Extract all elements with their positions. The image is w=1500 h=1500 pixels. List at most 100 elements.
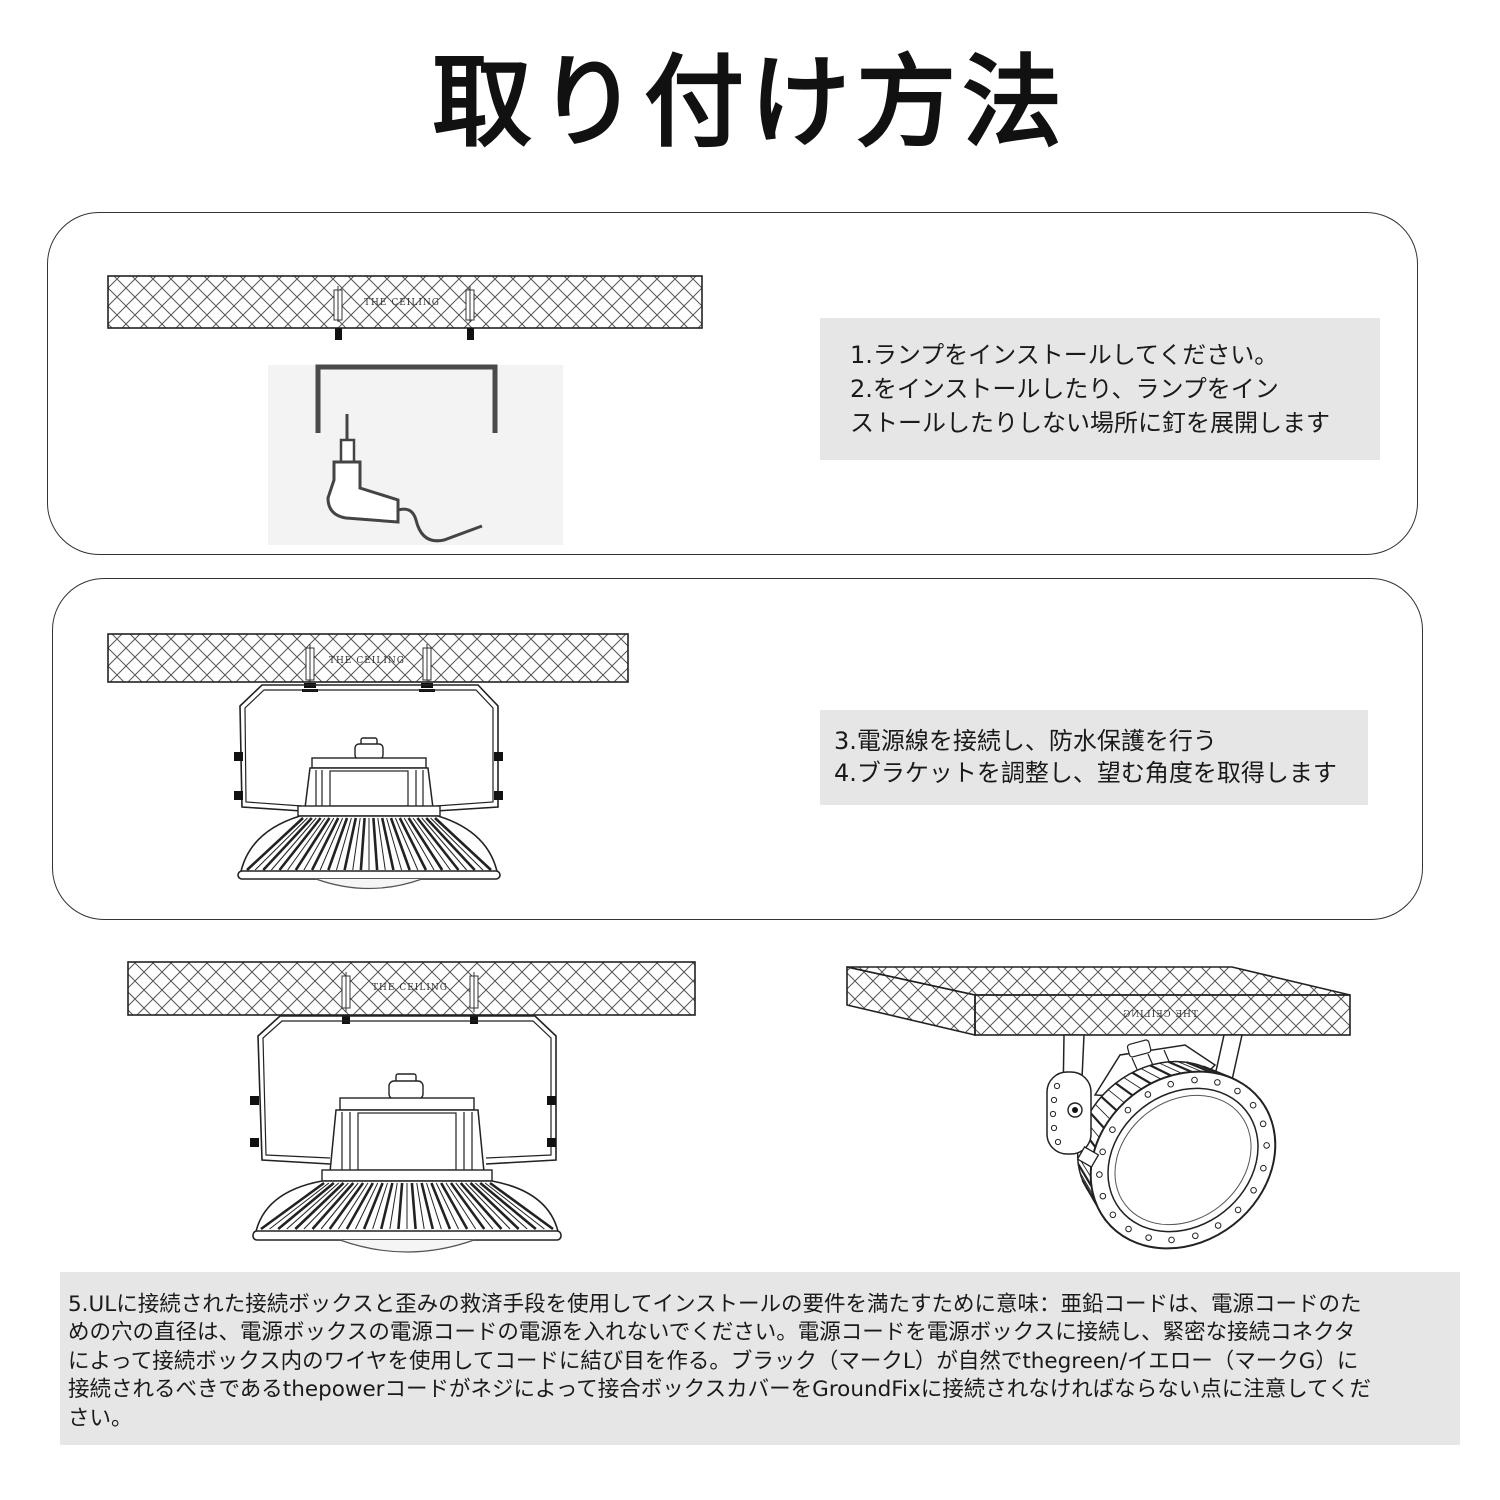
heat-sink-fin [469,1182,520,1230]
note-line: 5.ULに接続された接続ボックスと歪みの救済手段を使用してインストールの要件を満… [68,1292,1362,1317]
heat-sink-fin [1124,1215,1145,1246]
heat-sink-fins [1077,1060,1276,1249]
heat-sink-fin [1085,1120,1100,1138]
heat-sink-fin [303,1182,349,1230]
anchor-bolt [469,972,479,1024]
heat-sink-fin [1079,1172,1094,1196]
tilt-knob [1067,1102,1083,1118]
note-line: 接続されるべきであるthepowerコードがネジによって接合ボックスカバーをGr… [68,1377,1371,1403]
heat-sink-fin [1081,1128,1097,1148]
screw-hole [1124,1106,1132,1114]
heat-sink-fin [1094,1104,1111,1120]
screw-hole [1259,1120,1267,1128]
note-line: さい。 [68,1405,133,1431]
heat-sink-fin [1159,1062,1182,1074]
heat-sink-fin [1236,1098,1271,1117]
heat-sink-fin [1186,1061,1213,1074]
heat-sink-fin [1095,1199,1113,1228]
screw-hole [1109,1126,1116,1134]
heat-sink-fin [1210,1069,1240,1083]
heat-sink-fin [1240,1141,1274,1164]
screw-hole [1260,1164,1267,1172]
ring-screw-holes [1096,1076,1270,1244]
heat-sink-fin [1217,1182,1251,1211]
screw-hole [1234,1206,1242,1214]
diagram-angle-adjust: THE CEILING [846,966,1351,1250]
heat-sink-fin [1224,1175,1257,1202]
heat-sink-back [1076,1060,1244,1220]
heat-sink-fin [286,1182,339,1230]
heat-sink-fin [1177,1061,1203,1073]
tilt-bracket-arms [1062,1034,1243,1101]
ceiling-slab-perspective: THE CEILING [846,966,1351,1037]
heat-sink-fin [1140,1068,1162,1080]
heat-sink-fin [1132,1217,1156,1249]
heat-sink-fin [410,1182,417,1230]
heat-sink-fin [1233,1092,1266,1108]
heat-sink-fin [269,1182,330,1230]
heat-sink-fin [1237,1149,1272,1174]
heat-sink-fin [345,1182,374,1230]
ufo-high-bay-lamp [252,1073,562,1253]
heat-sink-fin [1149,1064,1172,1077]
instruction-line: 4.ブラケットを調整し、望む角度を取得します [834,759,1337,787]
heat-sink-fin [1178,1211,1206,1242]
note-line: によって接続ボックス内のワイヤを使用してコードに結び目を作る。ブラック（マークL… [68,1348,1359,1374]
heat-sink-fin [1131,1071,1152,1085]
heat-sink-fin [1150,1217,1176,1249]
heat-sink-fin [435,1182,459,1230]
heat-sink-fin [1115,1212,1137,1243]
heat-sink-fin [1077,1155,1092,1177]
heat-sink-fin [416,1182,425,1230]
screw-hole [1144,1091,1152,1098]
screw-hole [1109,1211,1117,1219]
heat-sink-fin [1195,1202,1225,1232]
heat-sink-dome [254,1180,560,1237]
heat-sink-fin [260,1181,325,1231]
heat-sink-fin [1077,1163,1093,1187]
diagram-step-3: THE CEILING [127,961,696,1253]
ceiling-label: THE CEILING [1122,1010,1198,1020]
heat-sink-fin [484,1182,545,1230]
heat-sink-fin [320,1182,359,1230]
heat-sink-fin [1241,1132,1276,1155]
heat-sink-fin [426,1182,442,1230]
heat-sink-fin [1203,1195,1235,1226]
heat-sink-fin [1211,1189,1243,1218]
heat-sink-fin [430,1182,452,1230]
instructions-step-3-4: 3.電源線を接続し、防水保護を行う 4.ブラケットを調整し、望む角度を取得します [820,710,1368,805]
heat-sink-fin [1169,1213,1196,1246]
screw-hole [1250,1186,1257,1194]
heat-sink-fin [1079,1137,1094,1158]
heat-sink-fin [465,1182,511,1230]
heat-sink-fin [1202,1065,1232,1079]
heat-sink-fin [362,1182,384,1230]
heat-sink-fin [1077,1146,1093,1168]
screw-hole [1096,1171,1103,1178]
screw-hole [1191,1076,1198,1084]
heat-sink-fin [1081,1179,1098,1205]
mounting-bracket [250,1015,557,1165]
screw-hole [1167,1080,1174,1088]
ceiling-label: THE CEILING [372,983,448,993]
screw-hole [1125,1225,1132,1233]
heat-sink-fin [355,1182,379,1230]
heat-sink-fin [1160,1216,1186,1248]
heat-sink-fin [1217,1073,1248,1088]
heat-sink-fin [445,1182,477,1230]
lamp-driver-housing [1093,1039,1217,1101]
heat-sink-fin [328,1182,365,1230]
heat-sink-fin [1107,1089,1125,1103]
heat-sink-fin [1228,1084,1261,1101]
heat-sink-fin [372,1182,388,1230]
instruction-line: ストールしたりしない場所に釘を展開します [850,409,1330,437]
instruction-line: 2.をインストールしたり、ランプをイン [850,375,1279,403]
heat-sink-fin [420,1182,435,1230]
lamp-lens [339,1239,475,1253]
heat-sink-fin [389,1182,398,1230]
heat-sink-fin [1242,1123,1276,1144]
heat-sink-fin [1194,1063,1222,1075]
heat-sink-fin [1168,1060,1193,1073]
heat-sink-fin [1229,1166,1263,1193]
anchor-bolt [341,972,351,1024]
